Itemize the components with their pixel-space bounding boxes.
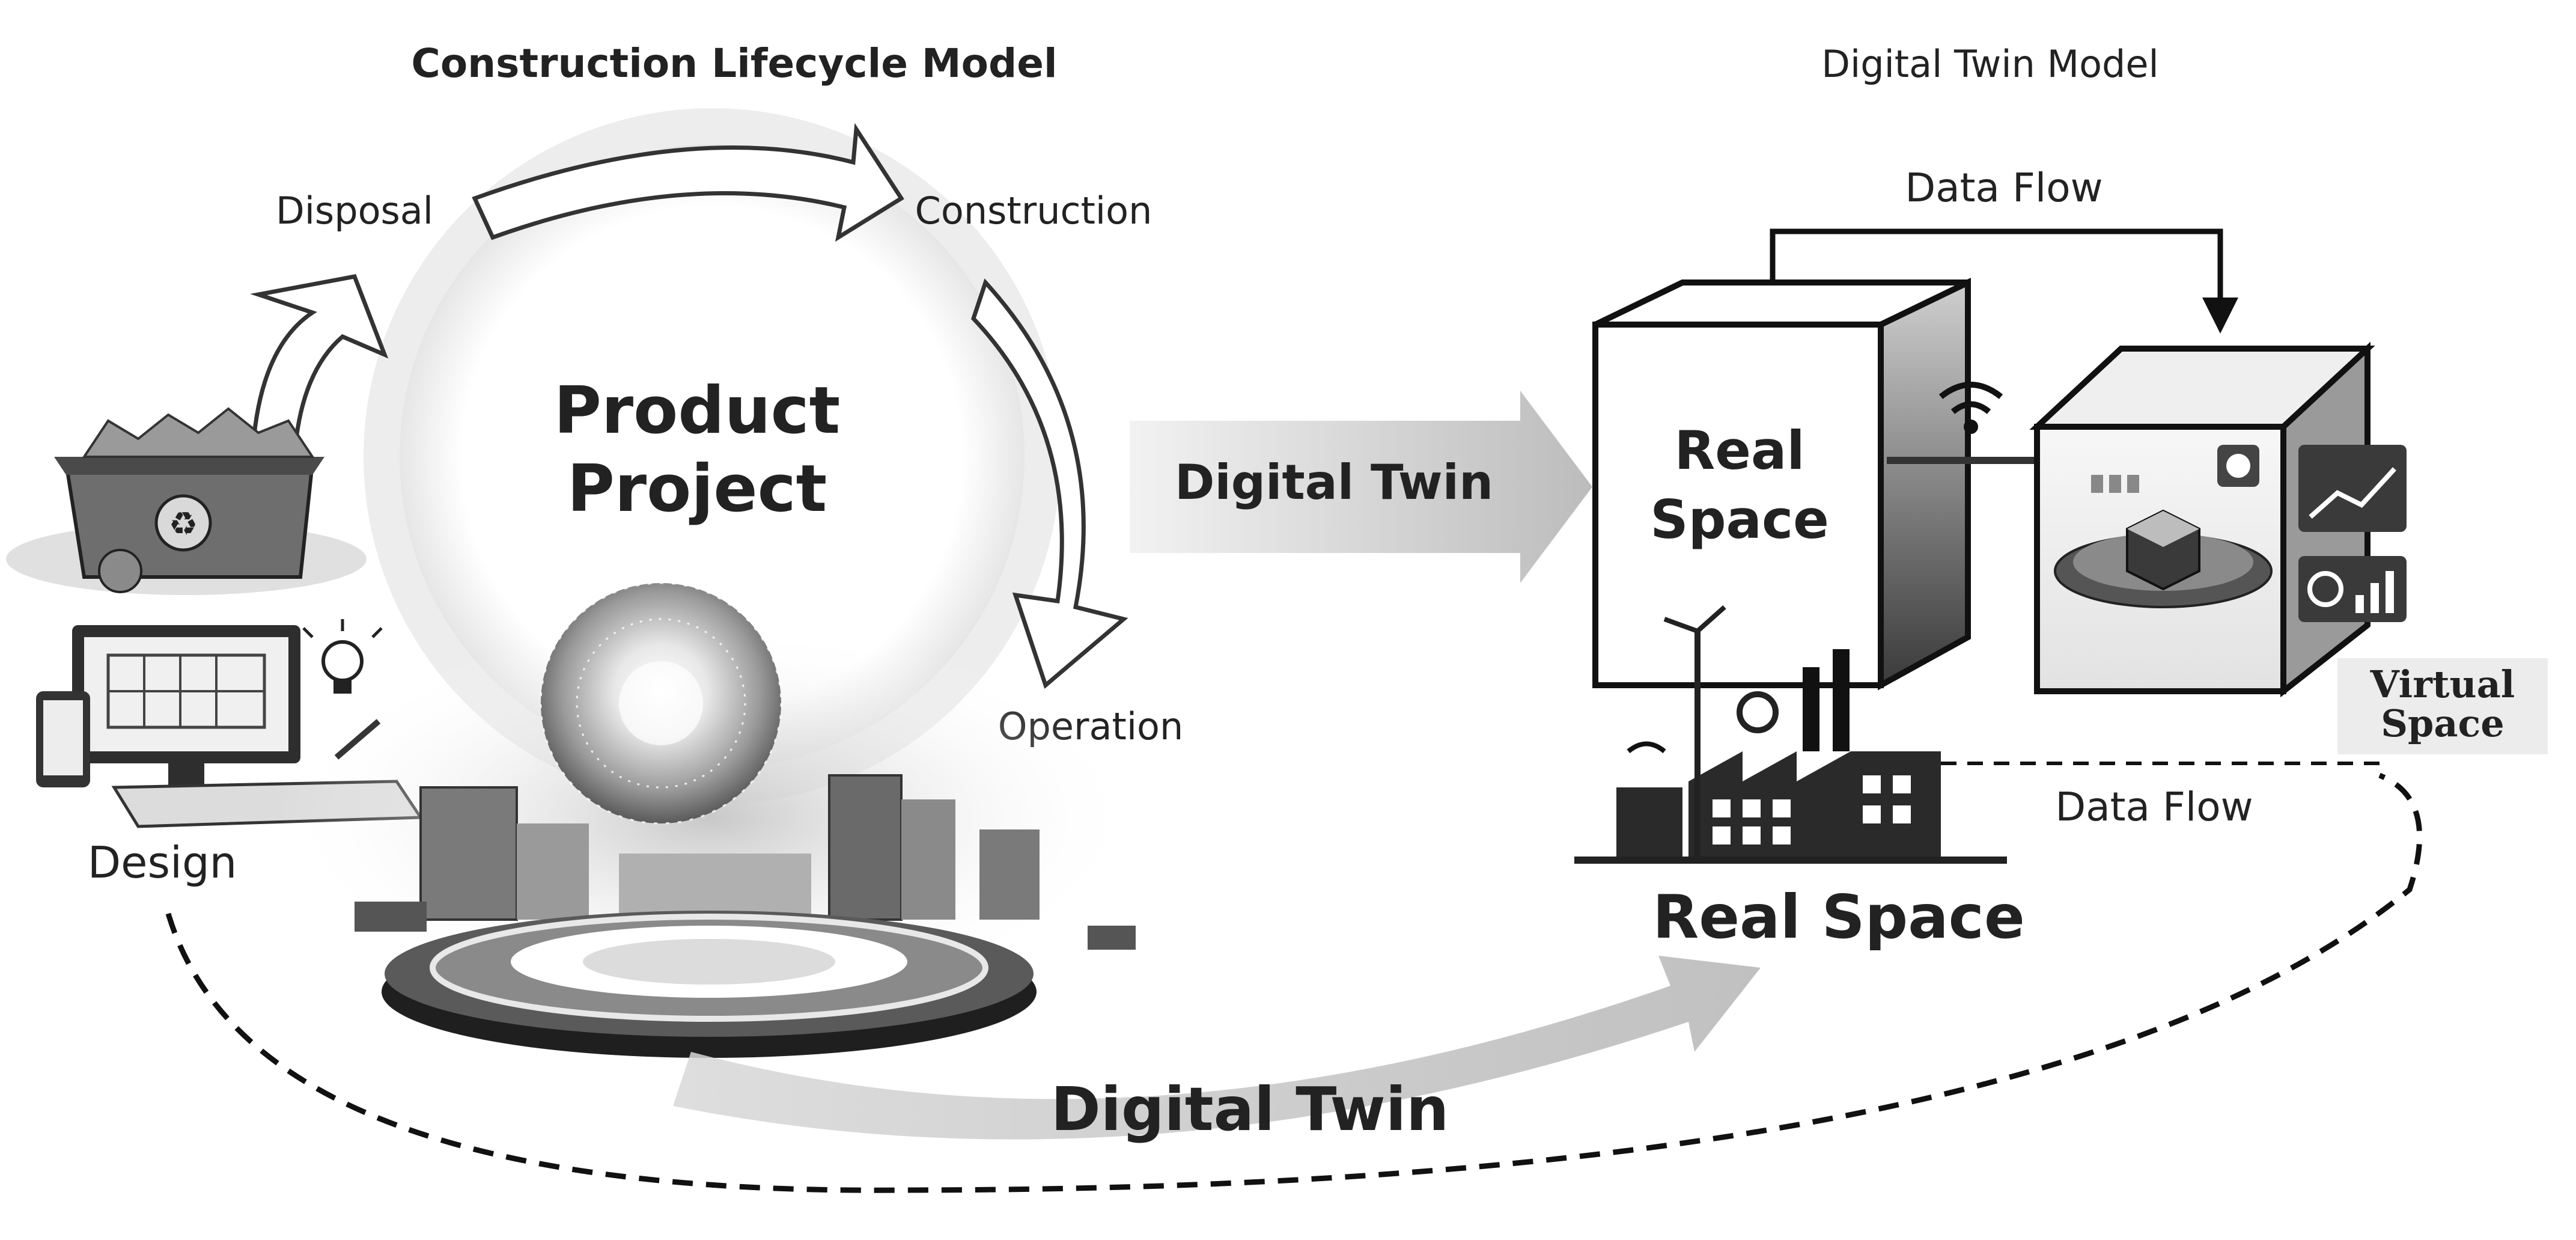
twin-title: Digital Twin Model [1821, 42, 2158, 86]
digital-twin-arrow-label: Digital Twin [1175, 454, 1493, 510]
dumpster-icon: ♻ [6, 407, 367, 595]
center-label-line1: Product [554, 373, 840, 448]
stage-design-label: Design [88, 837, 237, 888]
lightbulb-icon [302, 619, 383, 694]
lifecycle-title: Construction Lifecycle Model [411, 40, 1057, 87]
virtual-space-line1: Virtual [2370, 662, 2515, 706]
arrow-construction-to-operation [971, 278, 1128, 689]
globe-sphere [540, 582, 782, 825]
factory-icon [1574, 605, 2007, 864]
stage-construction-label: Construction [915, 189, 1153, 233]
wifi-icon [1887, 382, 2055, 464]
dashboard-panels [2298, 445, 2407, 622]
real-space-box-line2: Space [1650, 489, 1829, 551]
platform-disc [382, 911, 1037, 1058]
stage-disposal-label: Disposal [276, 189, 433, 233]
data-flow-top-label: Data Flow [1905, 165, 2103, 211]
svg-text:♻: ♻ [169, 505, 198, 543]
center-label-line2: Project [567, 451, 827, 527]
arrow-design-to-disposal [250, 274, 389, 459]
real-space-label: Real Space [1652, 882, 2025, 952]
dashed-return-path [165, 772, 2423, 1193]
data-flow-bottom-label: Data Flow [2055, 784, 2253, 830]
city-illustration [276, 625, 1142, 1010]
data-flow-connector [1770, 228, 2238, 334]
lifecycle-circle [364, 108, 1061, 805]
bottom-digital-twin-arrow: Digital Twin [673, 956, 1761, 1144]
real-space-cube: Real Space [1592, 278, 1971, 691]
virtual-space-label: Virtual Space [2337, 658, 2548, 754]
bottom-digital-twin-label: Digital Twin [1051, 1074, 1449, 1144]
real-space-box-line1: Real [1675, 420, 1805, 481]
arrow-disposal-to-construction [472, 123, 904, 242]
virtual-space-line2: Space [2381, 701, 2504, 745]
digital-twin-arrow: Digital Twin [1130, 391, 1592, 583]
